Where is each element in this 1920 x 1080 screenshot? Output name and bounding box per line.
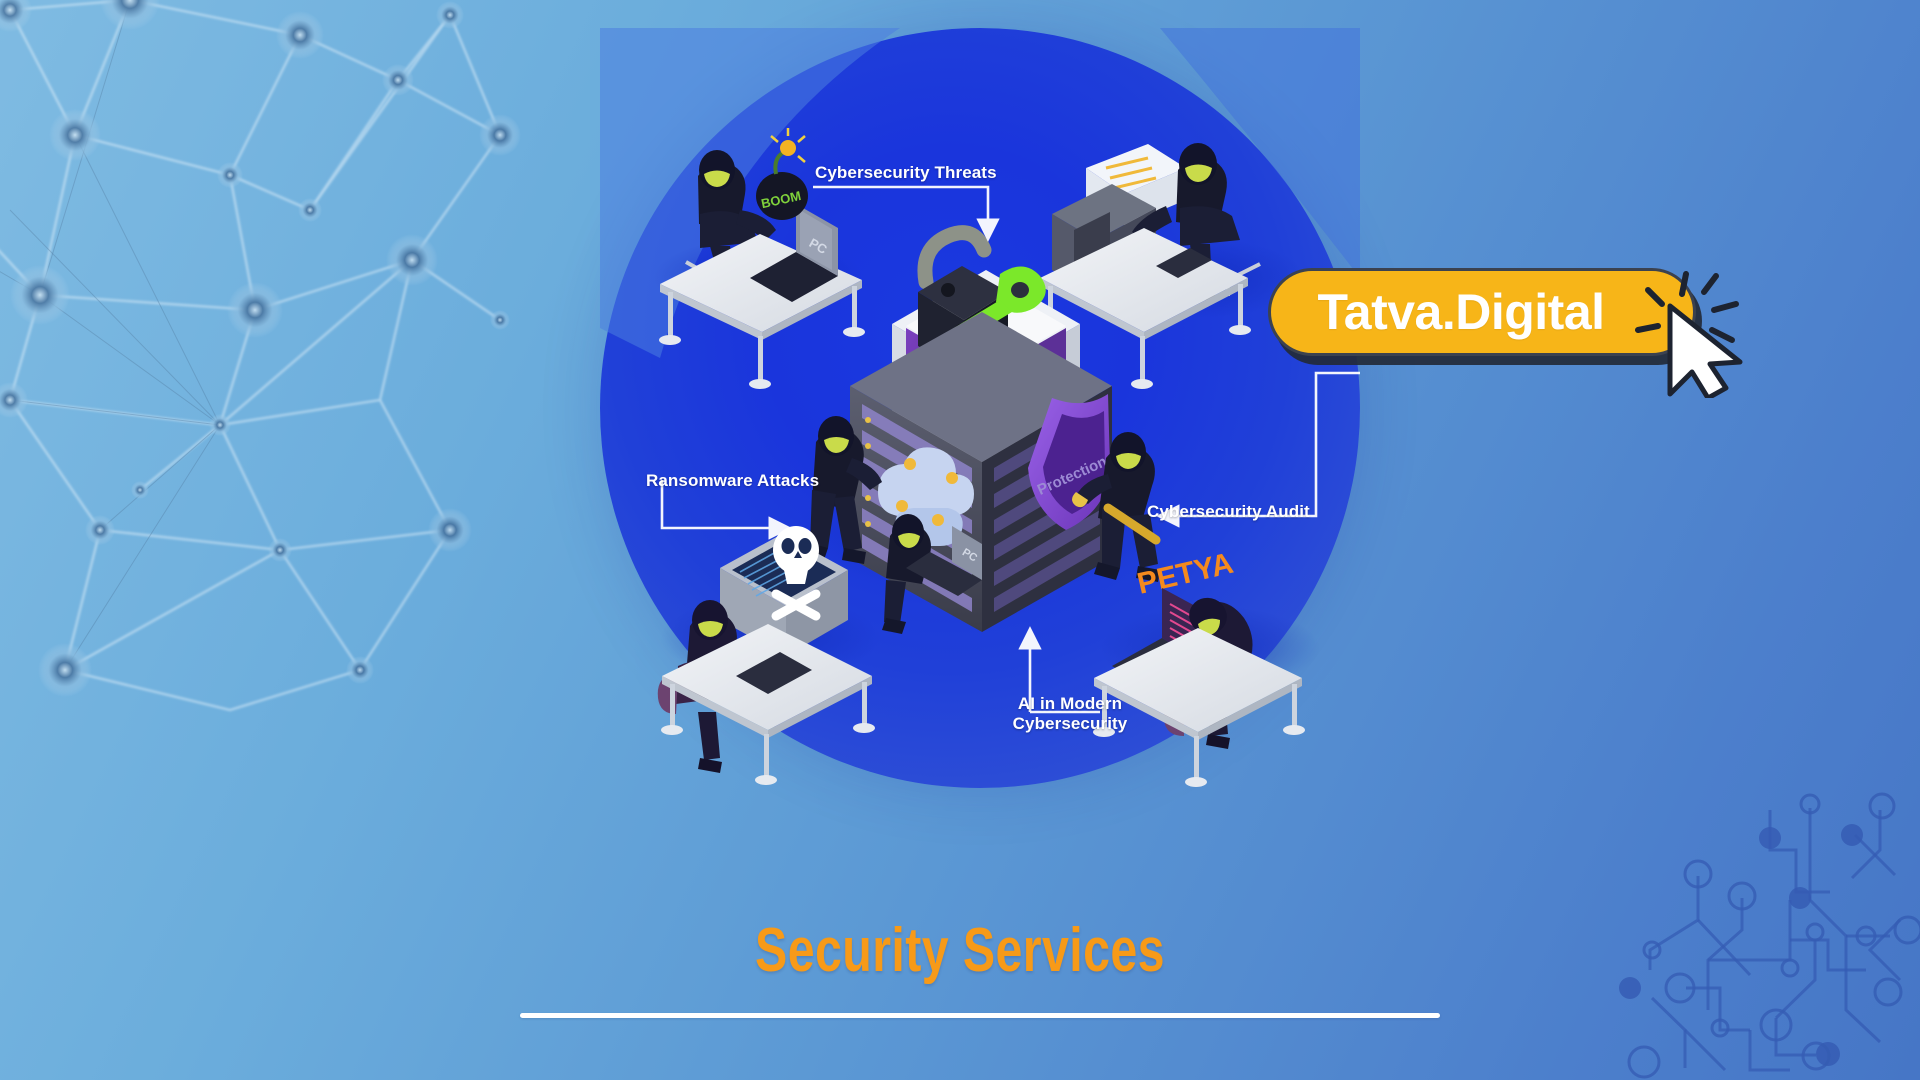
isometric-illustration-svg: PC BOOM [600,28,1360,787]
central-lock-monitor: Protection [802,225,1161,634]
title-underline-rule [520,1013,1440,1018]
network-pattern-decoration [0,0,521,712]
tatva-digital-button[interactable]: Tatva.Digital [1268,268,1696,356]
arrow-ransomware [660,480,792,540]
hacker-scene-top-left: PC BOOM [659,128,865,389]
label-cybersecurity-threats: Cybersecurity Threats [815,163,997,182]
label-ai-line2: Cybersecurity [1012,714,1128,734]
page-title: Security Services [755,916,1165,985]
label-cybersecurity-audit: Cybersecurity Audit [1147,502,1310,521]
arrow-threats [813,185,1000,242]
tatva-digital-label: Tatva.Digital [1317,284,1605,340]
cybersecurity-illustration: PC BOOM [600,28,1360,788]
hacker-scene-bottom-left [657,526,875,785]
label-ai-line1: AI in Modern [1017,694,1123,713]
arrow-audit [1156,371,1360,528]
connector-arrows [660,185,1360,714]
label-ransomware-attacks: Ransomware Attacks [646,471,820,490]
label-ai-in-modern-cybersecurity: AI in Modern Cybersecurity [1000,694,1140,734]
hacker-scene-bottom-right: PETYA [1093,547,1305,787]
